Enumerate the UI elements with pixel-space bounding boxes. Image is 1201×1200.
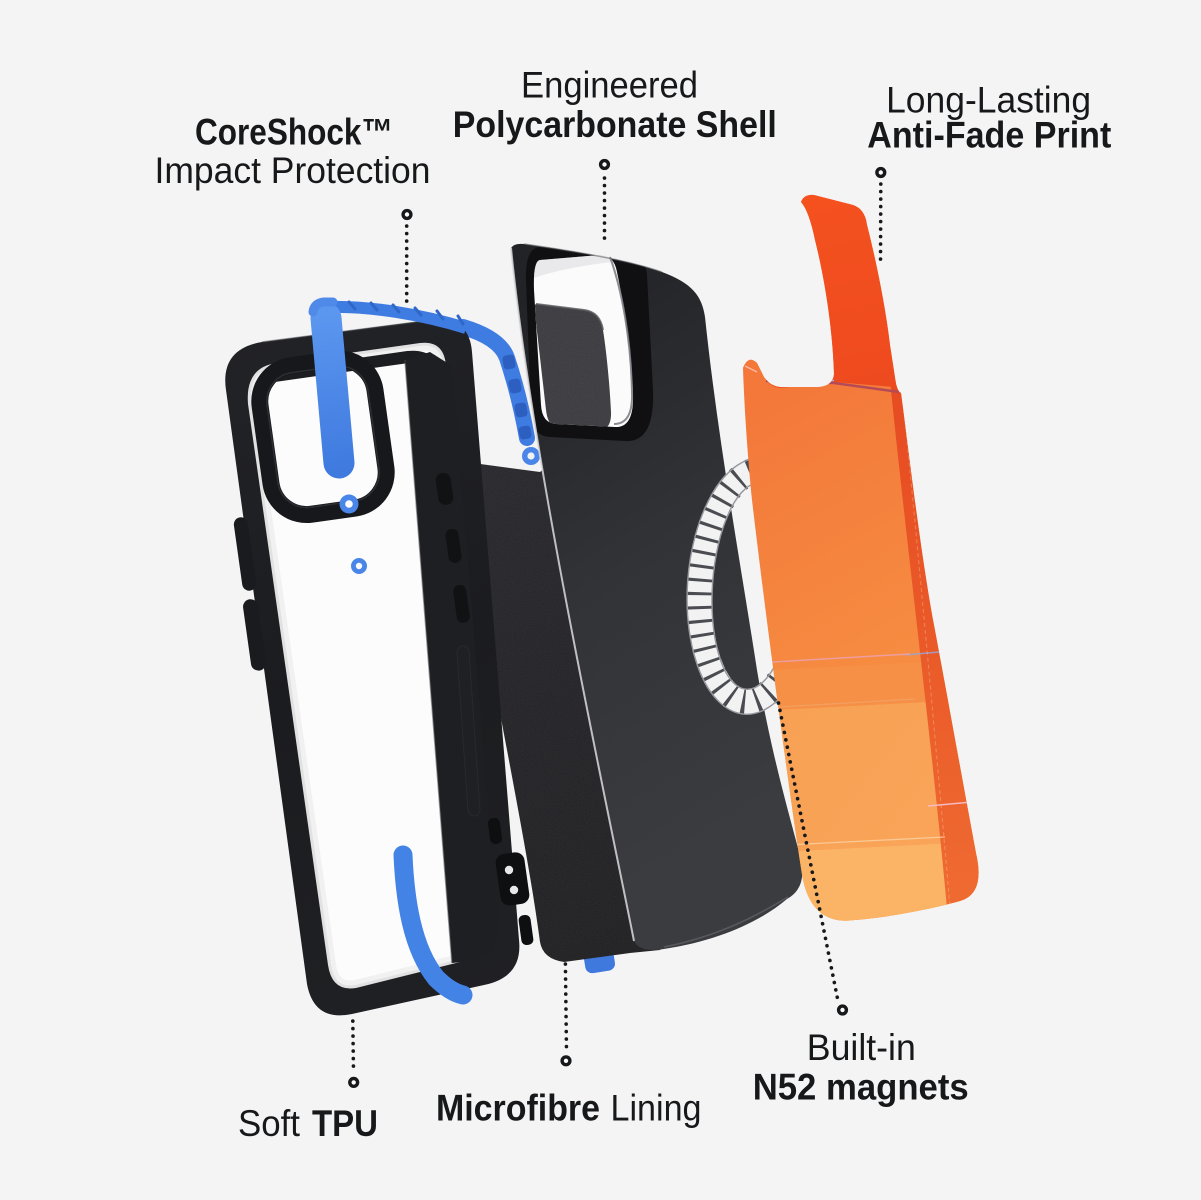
svg-text:Microfibre: Microfibre — [436, 1087, 600, 1128]
svg-text:Polycarbonate Shell: Polycarbonate Shell — [453, 104, 777, 145]
svg-text:N52 magnets: N52 magnets — [753, 1066, 969, 1107]
svg-text:TPU: TPU — [312, 1103, 378, 1144]
svg-text:Engineered: Engineered — [521, 65, 698, 106]
svg-text:Built-in: Built-in — [807, 1027, 916, 1068]
svg-text:Soft: Soft — [238, 1103, 301, 1144]
svg-text:Impact Protection: Impact Protection — [155, 150, 431, 191]
svg-text:CoreShock™: CoreShock™ — [195, 111, 393, 152]
svg-text:Lining: Lining — [611, 1087, 702, 1128]
svg-text:Long-Lasting: Long-Lasting — [886, 80, 1091, 121]
svg-text:Anti-Fade Print: Anti-Fade Print — [867, 114, 1111, 155]
